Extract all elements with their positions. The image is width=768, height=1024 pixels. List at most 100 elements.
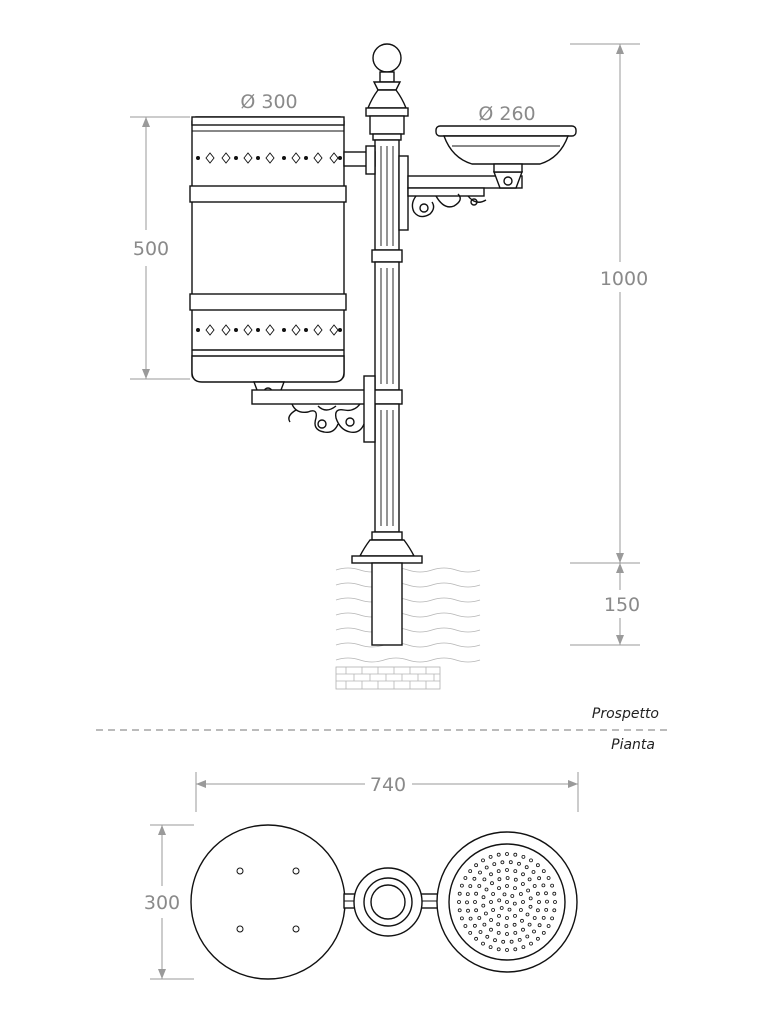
perforation-hole — [536, 891, 540, 896]
perforation-hole — [472, 876, 477, 881]
perforation-hole — [463, 876, 468, 880]
perforation-hole — [485, 934, 490, 939]
perforation-hole — [544, 891, 548, 896]
perforation-hole — [508, 860, 513, 865]
perforation-hole — [466, 908, 470, 913]
perforation-hole — [513, 931, 518, 935]
ground-soil — [335, 562, 481, 690]
brick-footing — [335, 666, 441, 690]
perforation-hole — [510, 894, 515, 898]
perforation-hole — [468, 931, 473, 935]
perforation-hole — [488, 945, 493, 949]
perforation-hole — [513, 852, 518, 857]
perforation-hole — [457, 900, 461, 904]
underground-depth-label: 150 — [604, 594, 640, 616]
perforation-hole — [484, 865, 489, 870]
perforation-hole — [473, 900, 477, 904]
perforation-hole — [472, 923, 477, 928]
perforation-hole — [459, 883, 464, 888]
perforation-hole — [482, 922, 487, 927]
perforation-hole — [552, 908, 557, 913]
perforation-hole — [497, 886, 501, 890]
plan-ash-tray — [436, 831, 578, 973]
bin-pattern-top — [196, 152, 342, 164]
perforation-hole — [505, 868, 509, 872]
perforation-hole — [492, 862, 497, 866]
perforation-hole — [537, 900, 541, 904]
perforation-hole — [505, 948, 509, 952]
total-height-label: 1000 — [600, 268, 648, 290]
perforation-hole — [531, 870, 536, 874]
plan-depth-label: 300 — [144, 892, 180, 914]
perforation-hole — [496, 931, 501, 935]
perforation-hole — [520, 918, 524, 923]
pole-finial — [365, 43, 409, 141]
perforation-hole — [505, 900, 509, 904]
perforation-hole — [457, 908, 462, 913]
elevation-view-label: Prospetto — [592, 706, 659, 722]
bin-diameter-label: Ø 300 — [240, 91, 297, 113]
perforation-hole — [528, 904, 533, 909]
perforation-hole — [482, 877, 487, 882]
perforation-hole — [509, 939, 514, 944]
perforation-hole — [513, 914, 517, 918]
waste-bin — [189, 116, 376, 399]
perforation-hole — [526, 888, 530, 893]
perforation-hole — [537, 876, 541, 881]
perforation-hole — [513, 869, 518, 873]
perforation-hole — [527, 922, 532, 927]
perforation-hole — [474, 908, 479, 913]
perforation-hole — [484, 887, 489, 892]
plan-view: 740 300 — [144, 772, 579, 980]
pole-base — [351, 531, 423, 564]
perforation-hole — [489, 900, 493, 904]
tray-perforation — [457, 852, 557, 952]
perforation-hole — [505, 932, 509, 936]
perforation-hole — [529, 858, 533, 863]
perforation-hole — [521, 900, 525, 904]
plan-bin-lid — [190, 824, 346, 980]
perforation-hole — [496, 922, 501, 927]
perforation-hole — [468, 884, 473, 888]
perforation-hole — [505, 852, 509, 856]
perforation-hole — [527, 877, 532, 882]
perforation-hole — [536, 908, 540, 913]
perforation-hole — [490, 881, 494, 886]
perforation-hole — [463, 924, 468, 928]
perforation-hole — [521, 945, 526, 949]
perforation-hole — [524, 865, 529, 870]
perforation-hole — [500, 860, 505, 865]
perforation-hole — [532, 916, 537, 920]
perforation-hole — [525, 934, 530, 939]
perforation-hole — [552, 891, 557, 896]
perforation-hole — [544, 908, 549, 912]
upper-bracket — [398, 155, 524, 231]
perforation-hole — [481, 903, 486, 908]
perforation-hole — [536, 936, 540, 941]
perforation-hole — [545, 899, 549, 904]
perforation-hole — [481, 941, 485, 946]
perforation-hole — [468, 916, 473, 921]
perforation-hole — [474, 936, 479, 941]
perforation-hole — [537, 923, 542, 928]
bin-height-label: 500 — [133, 238, 169, 260]
dim-bin-height — [130, 116, 190, 380]
tray-diameter-label: Ø 260 — [478, 103, 535, 125]
plan-pole — [353, 867, 423, 937]
perforation-hole — [478, 930, 483, 934]
perforation-hole — [468, 869, 473, 873]
perforation-hole — [474, 863, 479, 868]
perforation-hole — [541, 869, 546, 873]
perforation-hole — [521, 882, 525, 886]
perforation-hole — [541, 931, 546, 935]
perforation-hole — [550, 916, 554, 921]
perforation-hole — [525, 912, 530, 917]
plan-width-label: 740 — [370, 774, 406, 796]
perforation-hole — [465, 900, 469, 905]
perforation-hole — [517, 861, 521, 866]
dim-plan-width — [195, 772, 579, 812]
perforation-hole — [491, 908, 496, 912]
perforation-hole — [550, 883, 554, 888]
perforation-hole — [512, 901, 517, 906]
